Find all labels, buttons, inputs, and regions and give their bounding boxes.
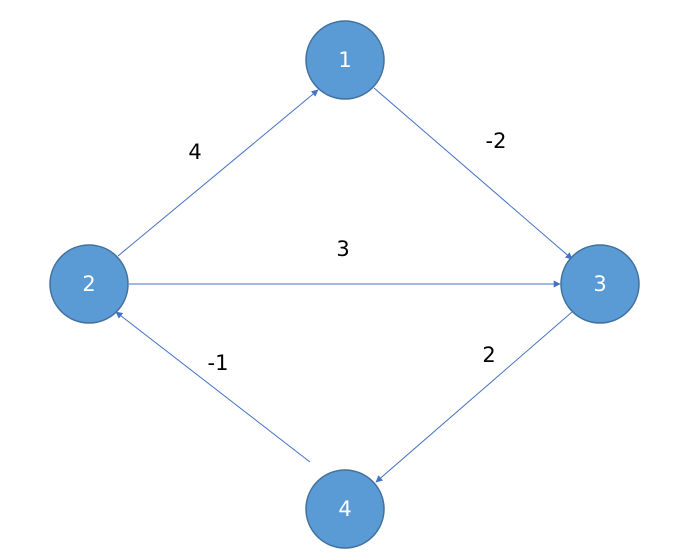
node-4: 4 — [305, 469, 385, 549]
edge-labels-group: 4 -2 3 2 -1 — [188, 129, 506, 375]
node-1-circle — [305, 20, 385, 100]
node-4-label: 4 — [338, 497, 351, 521]
edge-weight-label-2-to-3: 3 — [336, 237, 349, 261]
node-4-circle — [305, 469, 385, 549]
edge-weight-label-1-to-3: -2 — [486, 129, 507, 153]
edges-group — [115, 87, 573, 483]
node-2-circle — [49, 244, 129, 324]
edge-weight-label-4-to-2: -1 — [208, 351, 229, 375]
nodes-group: 1 2 3 4 — [49, 20, 640, 549]
edge-1-to-3 — [373, 87, 573, 260]
edge-weight-label-3-to-4: 2 — [482, 343, 495, 367]
node-3: 3 — [560, 244, 640, 324]
node-3-label: 3 — [593, 272, 606, 296]
edge-3-to-4 — [375, 311, 573, 483]
node-1-label: 1 — [338, 48, 351, 72]
edge-weight-label-2-to-1: 4 — [188, 140, 201, 164]
node-2: 2 — [49, 244, 129, 324]
node-1: 1 — [305, 20, 385, 100]
edge-2-to-1 — [117, 89, 319, 257]
node-2-label: 2 — [82, 272, 95, 296]
node-3-circle — [560, 244, 640, 324]
edge-4-to-2 — [115, 311, 311, 463]
